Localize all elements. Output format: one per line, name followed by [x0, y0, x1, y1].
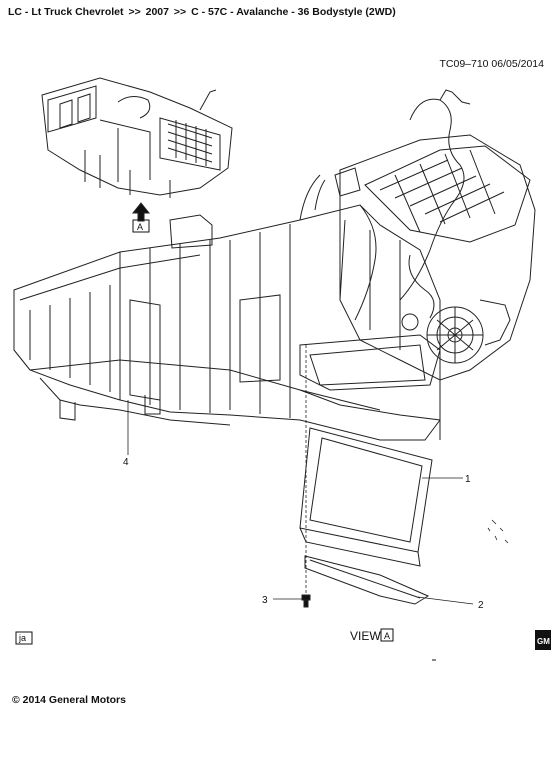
up-arrow-icon [131, 202, 151, 222]
inset-overview [41, 77, 233, 198]
view-letter: A [384, 631, 390, 641]
inset-marker-box [132, 219, 150, 233]
callout-2: 2 [478, 600, 484, 611]
copyright: © 2014 General Motors [12, 694, 126, 706]
callout-3: 3 [262, 595, 268, 606]
breadcrumb-separator: >> [173, 6, 187, 18]
breadcrumb: LC - Lt Truck Chevrolet >> 2007 >> C - 5… [8, 6, 398, 18]
view-label: VIEW [350, 629, 381, 643]
gm-logo-icon [535, 630, 551, 650]
callout-1: 1 [465, 474, 471, 485]
breadcrumb-item-model[interactable]: C - 57C - Avalanche - 36 Bodystyle (2WD) [191, 6, 396, 18]
view-letter-box [380, 628, 394, 642]
part-1-filter-frame [299, 427, 433, 567]
inset-marker-letter: A [137, 222, 143, 232]
language-icon-label: ja [18, 633, 26, 643]
language-icon[interactable] [15, 631, 33, 645]
part-2-seal-strip [304, 555, 430, 605]
callout-4: 4 [123, 457, 129, 468]
part-3-screw [301, 594, 311, 608]
blower-housing [299, 89, 536, 381]
hvac-housing [13, 204, 441, 441]
scatter-marks [487, 519, 509, 544]
diagram-reference: TC09–710 06/05/2014 [439, 58, 544, 70]
leader-lines [127, 345, 474, 605]
breadcrumb-item-year[interactable]: 2007 [145, 6, 169, 18]
floor-duct [299, 334, 441, 440]
breadcrumb-separator: >> [128, 6, 141, 18]
gm-logo-text: GM [537, 637, 550, 646]
breadcrumb-item-make[interactable]: LC - Lt Truck Chevrolet [8, 6, 124, 18]
